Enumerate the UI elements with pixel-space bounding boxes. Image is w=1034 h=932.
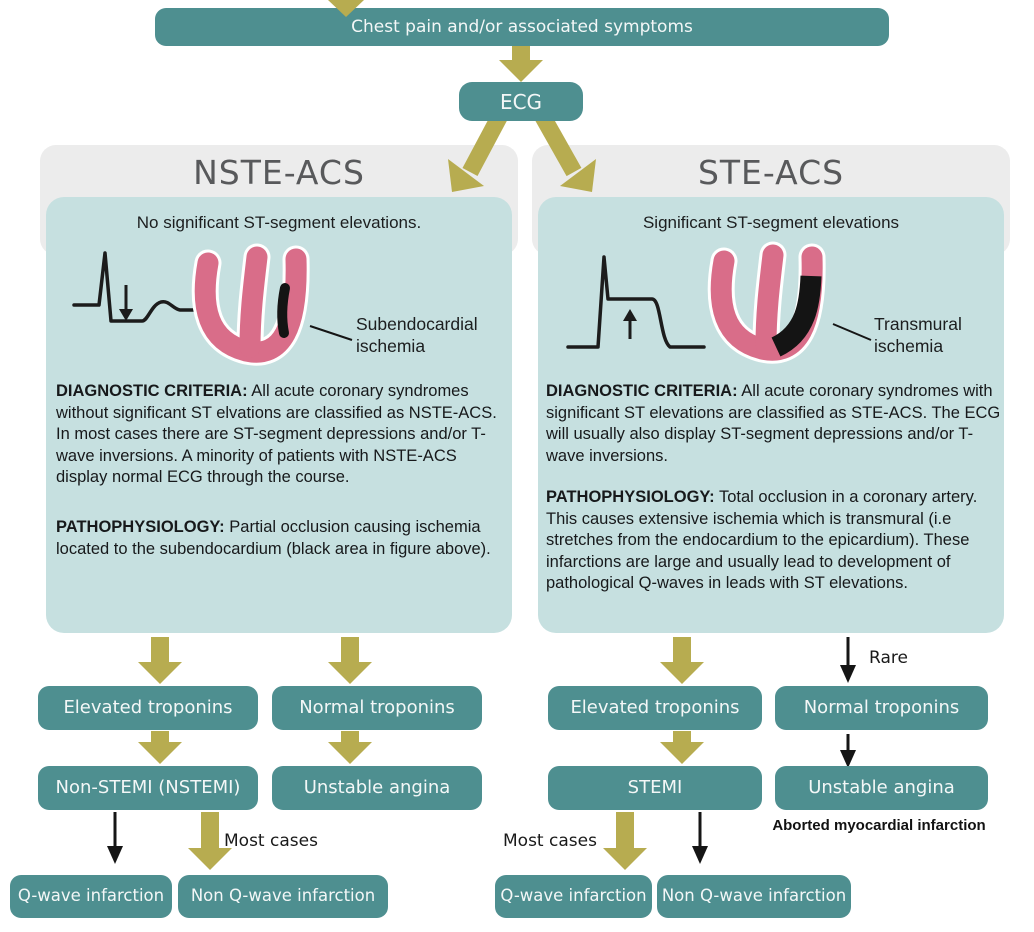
arrow-nstemi-to-qwave-head-icon [107,846,123,864]
subendocardial-ischemia-area-icon [277,283,290,338]
nste-panel-body [46,197,512,633]
nste-ecg-waveform-icon [72,251,212,323]
arrow-ste-to-elevated-icon [660,637,704,684]
ste-unstable-label: Unstable angina [808,777,955,799]
arrow-chestpain-to-ecg-icon [499,46,543,82]
nste-elevated-label: Elevated troponins [63,697,233,719]
node-stemi: STEMI [548,766,762,810]
ste-normal-label: Normal troponins [803,697,960,719]
arrow-elevated-to-stemi-icon [660,731,704,764]
node-chest-pain: Chest pain and/or associated symptoms [155,8,889,46]
node-ste-qwave-infarction: Q-wave infarction [495,875,652,918]
rare-label: Rare [869,648,908,668]
transmural-ischemia-label: Transmural ischemia [874,314,962,356]
ste-title: STE-ACS [697,153,845,192]
ste-pathophysiology-paragraph: PATHOPHYSIOLOGY: Total occlusion in a co… [546,487,1006,595]
node-ste-elevated-troponins: Elevated troponins [548,686,762,730]
node-nste-elevated-troponins: Elevated troponins [38,686,258,730]
arrow-nste-to-normal-icon [328,637,372,684]
ste-diagnostic-heading: DIAGNOSTIC CRITERIA: [546,382,738,400]
subendocardial-ischemia-label: Subendocardial ischemia [356,314,478,356]
arrow-stemi-to-nonqwave-head-icon [692,846,708,864]
arrow-ste-to-normal-head-icon [840,665,856,683]
node-ste-non-qwave-infarction: Non Q-wave infarction [657,875,851,918]
nste-most-cases-label: Most cases [224,831,318,851]
arrow-normal-to-unstable-icon [328,731,372,764]
chest-pain-label: Chest pain and/or associated symptoms [351,16,693,37]
nste-title: NSTE-ACS [193,153,365,192]
nste-diagnostic-heading: DIAGNOSTIC CRITERIA: [56,382,248,400]
ste-ecg-waveform-icon [566,255,706,349]
nste-diagnostic-paragraph: DIAGNOSTIC CRITERIA: All acute coronary … [56,381,508,489]
node-nstemi: Non-STEMI (NSTEMI) [38,766,258,810]
nste-qwave-label: Q-wave infarction [17,886,165,906]
nste-pathophysiology-heading: PATHOPHYSIOLOGY: [56,518,225,536]
node-nste-qwave-infarction: Q-wave infarction [10,875,172,918]
node-nste-non-qwave-infarction: Non Q-wave infarction [178,875,388,918]
ste-pathophysiology-text: Total occlusion in a coronary artery. Th… [546,488,978,592]
arrow-nste-to-elevated-icon [138,637,182,684]
aborted-mi-label: Aborted myocardial infarction [772,817,986,834]
ste-most-cases-label: Most cases [503,831,597,851]
nste-pathophysiology-paragraph: PATHOPHYSIOLOGY: Partial occlusion causi… [56,517,514,560]
nste-heart-icon [191,243,310,366]
nste-diagnostic-text: All acute coronary syndromes without sig… [56,382,497,486]
ste-non-qwave-label: Non Q-wave infarction [661,886,847,906]
ste-subtitle: Significant ST-segment elevations [642,213,900,232]
nstemi-label: Non-STEMI (NSTEMI) [55,777,241,799]
node-ste-normal-troponins: Normal troponins [775,686,988,730]
ecg-label: ECG [499,89,543,114]
node-ste-unstable-angina: Unstable angina [775,766,988,810]
ste-elevated-label: Elevated troponins [570,697,740,719]
ste-heart-icon [707,241,826,364]
st-elevation-arrow-icon [623,309,637,321]
nste-normal-label: Normal troponins [299,697,455,719]
nste-unstable-label: Unstable angina [303,777,451,799]
node-ecg: ECG [459,82,583,121]
arrow-stemi-to-qwave-icon [603,812,647,870]
ste-qwave-label: Q-wave infarction [500,886,647,906]
nste-subtitle: No significant ST-segment elevations. [136,213,422,232]
ste-diagnostic-text: All acute coronary syndromes with signif… [546,382,1001,465]
arrow-elevated-to-nstemi-icon [138,731,182,764]
ste-pathophysiology-heading: PATHOPHYSIOLOGY: [546,488,715,506]
node-nste-normal-troponins: Normal troponins [272,686,482,730]
panel-nste-acs: NSTE-ACS No significant ST-segment eleva… [40,145,518,633]
node-nste-unstable-angina: Unstable angina [272,766,482,810]
stemi-label: STEMI [627,777,683,799]
ste-diagnostic-paragraph: DIAGNOSTIC CRITERIA: All acute coronary … [546,381,1002,467]
panel-ste-acs: STE-ACS Significant ST-segment elevation… [532,145,1010,633]
transmural-ischemia-area-icon [770,275,822,357]
nste-non-qwave-label: Non Q-wave infarction [190,886,376,906]
st-depression-arrow-icon [119,309,133,321]
nste-pathophysiology-text: Partial occlusion causing ischemia locat… [56,518,491,558]
